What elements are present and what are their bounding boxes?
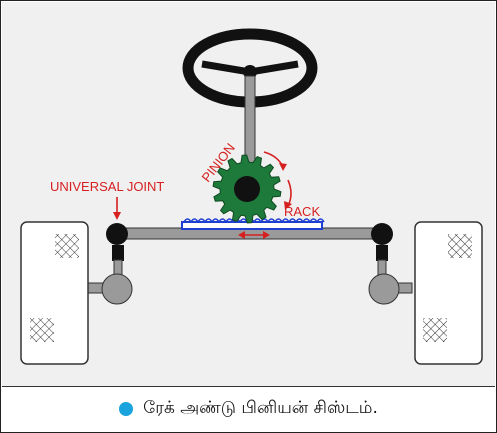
right-wheel — [414, 221, 483, 365]
universal-joint-pointer — [113, 197, 121, 220]
left-steering-arm — [87, 245, 133, 305]
diagram-canvas: UNIVERSAL JOINT PINION RACK — [20, 28, 483, 365]
rack — [181, 218, 325, 230]
rotation-arrows — [263, 151, 292, 210]
left-wheel — [20, 221, 89, 365]
steering-diagram: UNIVERSAL JOINT PINION RACK — [2, 2, 495, 387]
right-steering-arm — [368, 245, 413, 305]
rack-label: RACK — [284, 204, 320, 219]
universal-joint-right — [371, 223, 393, 245]
rack-direction-arrow — [238, 231, 270, 239]
universal-joint-left — [106, 223, 128, 245]
pinion-gear — [212, 154, 282, 224]
caption-text: ரேக் அண்டு பினியன் சிஸ்டம். — [143, 398, 378, 418]
universal-joint-label: UNIVERSAL JOINT — [50, 179, 164, 194]
figure-caption: ரேக் அண்டு பினியன் சிஸ்டம். — [1, 389, 496, 429]
pinion-hub — [234, 176, 260, 202]
bullet-icon — [119, 402, 134, 416]
